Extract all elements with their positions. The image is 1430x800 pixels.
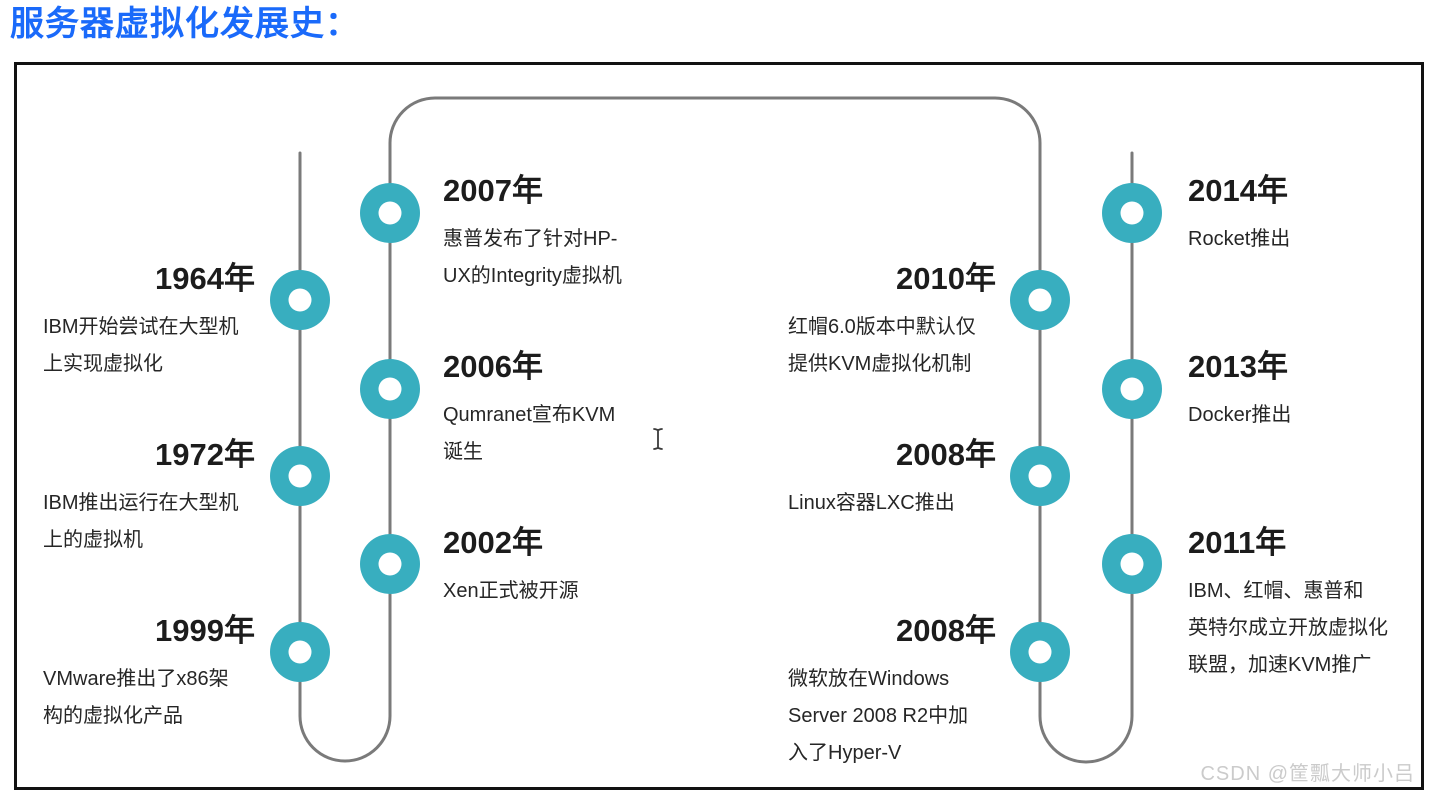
- entry-desc: 惠普发布了针对HP- UX的Integrity虚拟机: [443, 228, 622, 287]
- entry-year: 1972年: [155, 437, 255, 472]
- entry-desc: Xen正式被开源: [443, 580, 579, 602]
- entry-desc: 红帽6.0版本中默认仅 提供KVM虚拟化机制: [788, 316, 976, 375]
- entry-year: 2007年: [443, 173, 543, 208]
- page-title: 服务器虚拟化发展史：: [10, 5, 360, 43]
- entry-desc: IBM开始尝试在大型机 上实现虚拟化: [43, 316, 239, 375]
- entry-desc: 微软放在Windows Server 2008 R2中加 入了Hyper-V: [788, 668, 969, 764]
- entry-year: 1999年: [155, 613, 255, 648]
- timeline-node-dot: [360, 183, 420, 243]
- timeline-entry-1964: 1964年 IBM开始尝试在大型机 上实现虚拟化: [43, 261, 255, 383]
- timeline-entry-2006: 2006年 Qumranet宣布KVM 诞生: [443, 349, 693, 471]
- timeline-entry-2010: 2010年 红帽6.0版本中默认仅 提供KVM虚拟化机制: [788, 261, 996, 383]
- entry-year: 2010年: [896, 261, 996, 296]
- timeline-entry-2013: 2013年 Docker推出: [1188, 349, 1423, 434]
- entry-desc: Qumranet宣布KVM 诞生: [443, 404, 616, 463]
- timeline-node-dot: [360, 534, 420, 594]
- entry-year: 1964年: [155, 261, 255, 296]
- timeline-node-dot: [1010, 270, 1070, 330]
- timeline-node-dot: [1010, 622, 1070, 682]
- entry-desc: Docker推出: [1188, 404, 1292, 426]
- timeline-panel: 1964年 IBM开始尝试在大型机 上实现虚拟化 1972年 IBM推出运行在大…: [14, 62, 1424, 790]
- timeline-node-dot: [270, 622, 330, 682]
- text-cursor-icon: [653, 428, 663, 450]
- timeline-node-dot: [270, 446, 330, 506]
- timeline-entry-2014: 2014年 Rocket推出: [1188, 173, 1423, 258]
- timeline-node-dot: [360, 359, 420, 419]
- entry-desc: Rocket推出: [1188, 228, 1291, 250]
- timeline-node-dot: [1102, 183, 1162, 243]
- timeline-node-dot: [1102, 534, 1162, 594]
- timeline-entry-1972: 1972年 IBM推出运行在大型机 上的虚拟机: [43, 437, 255, 559]
- entry-desc: IBM、红帽、惠普和 英特尔成立开放虚拟化 联盟，加速KVM推广: [1188, 580, 1388, 676]
- timeline-node-dot: [1102, 359, 1162, 419]
- entry-year: 2008年: [896, 437, 996, 472]
- timeline-node-dot: [270, 270, 330, 330]
- timeline-entry-1999: 1999年 VMware推出了x86架 构的虚拟化产品: [43, 613, 255, 735]
- entry-year: 2013年: [1188, 349, 1288, 384]
- entry-year: 2014年: [1188, 173, 1288, 208]
- timeline-serpentine-path: [298, 96, 1134, 764]
- watermark: CSDN @筐瓢大师小吕: [1200, 763, 1415, 785]
- entry-year: 2002年: [443, 525, 543, 560]
- timeline-node-dot: [1010, 446, 1070, 506]
- entry-year: 2006年: [443, 349, 543, 384]
- entry-year: 2008年: [896, 613, 996, 648]
- timeline-entry-2008-lxc: 2008年 Linux容器LXC推出: [788, 437, 996, 522]
- timeline-entry-2011: 2011年 IBM、红帽、惠普和 英特尔成立开放虚拟化 联盟，加速KVM推广: [1188, 525, 1423, 684]
- timeline-graphic: [270, 96, 1162, 764]
- entry-desc: Linux容器LXC推出: [788, 492, 955, 514]
- timeline-entry-2008-hyperv: 2008年 微软放在Windows Server 2008 R2中加 入了Hyp…: [788, 613, 996, 772]
- entry-desc: IBM推出运行在大型机 上的虚拟机: [43, 492, 239, 551]
- timeline-entry-2002: 2002年 Xen正式被开源: [443, 525, 693, 610]
- timeline-entry-2007: 2007年 惠普发布了针对HP- UX的Integrity虚拟机: [443, 173, 693, 295]
- entry-desc: VMware推出了x86架 构的虚拟化产品: [43, 668, 229, 727]
- entry-year: 2011年: [1188, 525, 1287, 560]
